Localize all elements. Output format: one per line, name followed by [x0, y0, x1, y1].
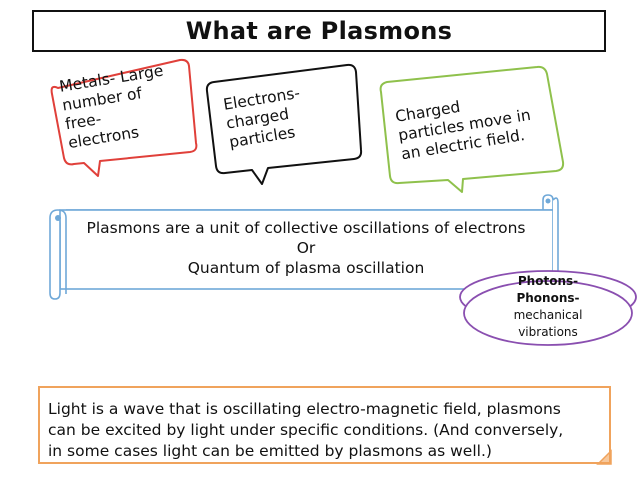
page-title: What are Plasmons — [185, 17, 453, 45]
vibrations-label: vibrations — [518, 325, 578, 339]
bottom-text: Light is a wave that is oscillating elec… — [48, 399, 608, 462]
bottom-line-1: Light is a wave that is oscillating elec… — [48, 400, 561, 418]
scroll-line-3: Quantum of plasma oscillation — [187, 259, 425, 277]
scroll-shape — [49, 194, 559, 300]
scroll-line-1: Plasmons are a unit of collective oscill… — [86, 219, 526, 237]
phonons-ellipse — [463, 280, 633, 346]
bottom-box-fold — [596, 449, 612, 465]
scroll-line-2: Or — [296, 239, 316, 257]
ellipse-text: Photons- Phonons- mechanical vibrations — [498, 273, 598, 341]
metals-bubble-text: Metals- Large number of free- electrons — [58, 62, 174, 153]
metals-bubble — [50, 58, 198, 177]
bottom-line-2: can be excited by light under specific c… — [48, 421, 564, 439]
bottom-line-3: in some cases light can be emitted by pl… — [48, 442, 492, 460]
charged-bubble — [379, 65, 565, 193]
scroll-text: Plasmons are a unit of collective oscill… — [60, 218, 552, 278]
title-box: What are Plasmons — [32, 10, 606, 52]
mechanical-label: mechanical — [513, 308, 583, 322]
photons-label: Photons- — [517, 274, 579, 288]
electrons-bubble-text: Electrons- charged particles — [222, 84, 307, 152]
electrons-bubble — [205, 63, 363, 185]
bottom-box — [38, 386, 611, 464]
phonons-label: Phonons- — [516, 291, 580, 305]
